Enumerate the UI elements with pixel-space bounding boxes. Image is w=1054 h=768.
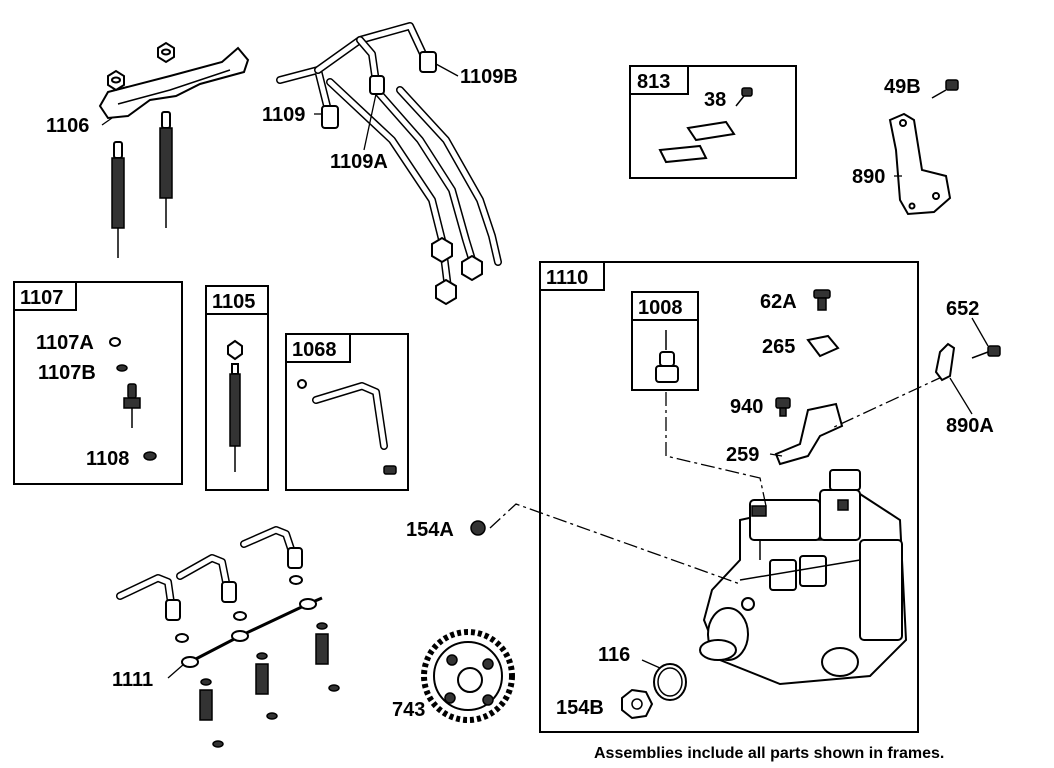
hose-clip-1068-a xyxy=(297,379,307,389)
callout-1109: 1109 xyxy=(262,104,305,126)
nut-154A xyxy=(470,520,486,536)
frame-label-1107: 1107 xyxy=(20,287,63,309)
callout-652: 652 xyxy=(946,298,979,320)
callout-1106: 1106 xyxy=(46,115,89,137)
frame-1107: 1107 1107A 1107B 1108 xyxy=(13,281,183,485)
callout-265: 265 xyxy=(762,336,795,358)
callout-940: 940 xyxy=(730,396,763,418)
screw-38 xyxy=(735,87,753,107)
frame-1008: 1008 xyxy=(631,291,699,391)
callout-154A: 154A xyxy=(406,519,454,541)
pipe-fitting-1109B xyxy=(419,51,437,73)
frame-813: 813 38 xyxy=(629,65,797,179)
bolt-62A xyxy=(813,289,831,311)
callout-62A: 62A xyxy=(760,291,797,313)
footer-note: Assemblies include all parts shown in fr… xyxy=(594,745,944,762)
frame-label-813: 813 xyxy=(637,71,670,93)
callout-1107A: 1107A xyxy=(36,332,94,354)
injection-pump-body xyxy=(699,469,908,686)
frame-1068: 1068 xyxy=(285,333,409,491)
clip-265 xyxy=(806,334,840,358)
callout-1109A: 1109A xyxy=(330,151,388,173)
callout-743: 743 xyxy=(392,699,425,721)
callout-1109B: 1109B xyxy=(460,66,518,88)
washer-1107A xyxy=(109,337,121,347)
frame-1105: 1105 xyxy=(205,285,269,491)
injector-1106-right xyxy=(159,111,173,228)
callout-1107B: 1107B xyxy=(38,362,96,384)
nut-1106-b xyxy=(107,69,125,92)
callout-116: 116 xyxy=(598,644,630,666)
frame-1110: 1110 1008 62A 265 940 xyxy=(539,261,919,733)
leak-off-lines-1111 xyxy=(116,526,323,668)
washer-1107B xyxy=(116,364,128,372)
pipe-nuts-lower xyxy=(431,236,483,306)
bracket-plate-1106 xyxy=(98,46,250,120)
callout-154B: 154B xyxy=(556,697,604,719)
callout-38: 38 xyxy=(704,89,726,111)
frame-label-1008: 1008 xyxy=(638,297,683,319)
pipe-fitting-1109A xyxy=(369,75,385,95)
callout-890A: 890A xyxy=(946,415,994,437)
washer-1108 xyxy=(143,451,157,461)
callout-49B: 49B xyxy=(884,76,921,98)
frame-label-1068: 1068 xyxy=(292,339,337,361)
assembly-line-154A xyxy=(489,503,741,585)
assembly-line-1008 xyxy=(665,392,767,507)
callout-259: 259 xyxy=(726,444,759,466)
clip-813-b xyxy=(658,144,708,164)
hose-clip-1068-b xyxy=(383,465,397,475)
frame-label-1105: 1105 xyxy=(212,291,255,313)
callout-890: 890 xyxy=(852,166,885,188)
bolt-49B xyxy=(931,79,959,99)
callout-1108: 1108 xyxy=(86,448,129,470)
injector-1106-left xyxy=(111,141,125,258)
bracket-890 xyxy=(888,112,952,216)
frame-label-1110: 1110 xyxy=(546,267,588,289)
callout-1111: 1111 xyxy=(112,669,153,691)
return-hose-1068 xyxy=(312,382,388,450)
assembly-line-890A xyxy=(831,375,945,429)
nut-154B xyxy=(621,688,654,720)
drive-gear-743 xyxy=(421,629,515,723)
injector-1105 xyxy=(227,339,243,472)
solenoid-1008 xyxy=(655,330,679,383)
pipe-fitting-1109 xyxy=(321,105,339,129)
bracket-890A xyxy=(934,342,956,382)
bolt-652 xyxy=(971,345,1001,359)
clip-813-a xyxy=(686,120,736,142)
bolt-1108 xyxy=(123,383,141,428)
o-ring-116 xyxy=(653,663,687,701)
nut-1106-a xyxy=(157,41,175,64)
bracket-259 xyxy=(774,402,844,466)
bolt-940 xyxy=(775,397,791,417)
banjo-bolts-1111 xyxy=(199,622,340,748)
